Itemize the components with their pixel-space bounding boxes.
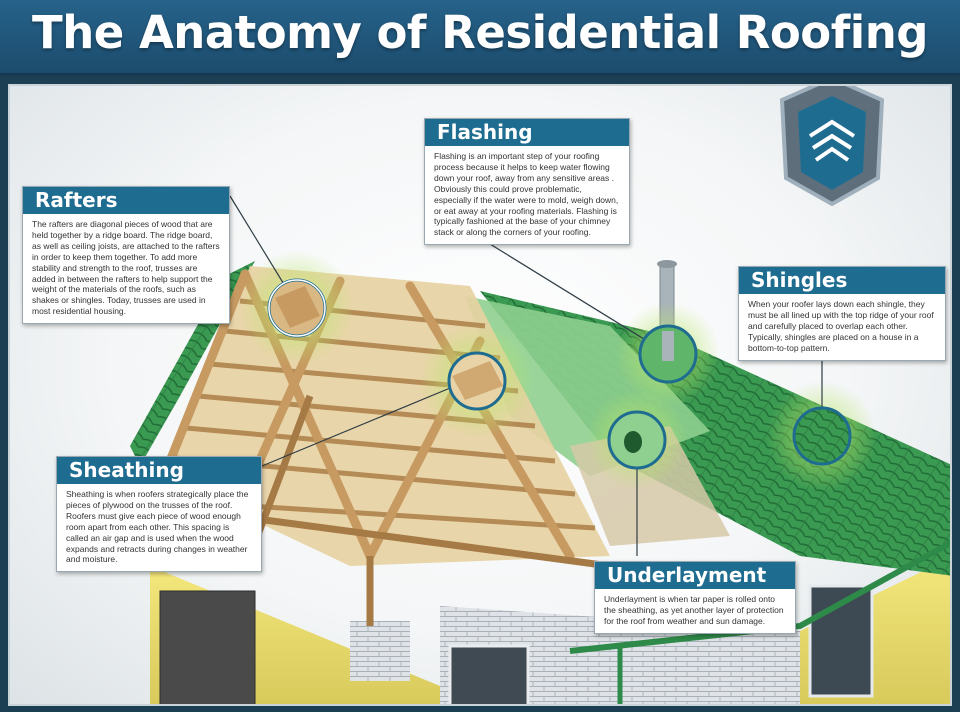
page-title: The Anatomy of Residential Roofing — [32, 6, 928, 59]
company-logo — [779, 86, 885, 207]
center-window — [448, 644, 530, 704]
shingles-description: When your roofer lays down each shingle,… — [748, 299, 934, 353]
flashing-zoom-circle — [638, 324, 698, 384]
header-banner: The Anatomy of Residential Roofing — [0, 0, 960, 76]
vent-pipe-cap — [657, 260, 677, 268]
shingles-zoom-circle — [792, 406, 852, 466]
rafters-zoom-circle — [267, 278, 327, 338]
sheathing-zoom-circle — [447, 351, 507, 411]
underlayment-description: Underlayment is when tar paper is rolled… — [604, 594, 784, 626]
shingles-callout: Shingles When your roofer lays down each… — [738, 266, 946, 361]
left-window — [159, 590, 256, 704]
rafters-callout: Rafters The rafters are diagonal pieces … — [22, 186, 230, 325]
flashing-description: Flashing is an important step of your ro… — [434, 151, 619, 238]
diagram-canvas: Rafters The rafters are diagonal pieces … — [8, 84, 952, 706]
underlayment-callout: Underlayment Underlayment is when tar pa… — [594, 561, 796, 634]
sheathing-callout: Sheathing Sheathing is when roofers stra… — [56, 456, 262, 573]
chimney-brick — [350, 621, 410, 681]
leader-lines — [229, 195, 823, 556]
underlayment-title: Underlayment — [595, 562, 795, 589]
sheathing-description: Sheathing is when roofers strategically … — [66, 489, 249, 565]
underlayment-zoom-circle — [607, 410, 667, 470]
flashing-title: Flashing — [425, 119, 629, 146]
rafters-description: The rafters are diagonal pieces of wood … — [32, 219, 220, 317]
sheathing-title: Sheathing — [57, 457, 261, 484]
flashing-callout: Flashing Flashing is an important step o… — [424, 118, 630, 246]
rafters-title: Rafters — [23, 187, 229, 214]
gutter — [569, 539, 950, 654]
shingles-title: Shingles — [739, 267, 945, 294]
